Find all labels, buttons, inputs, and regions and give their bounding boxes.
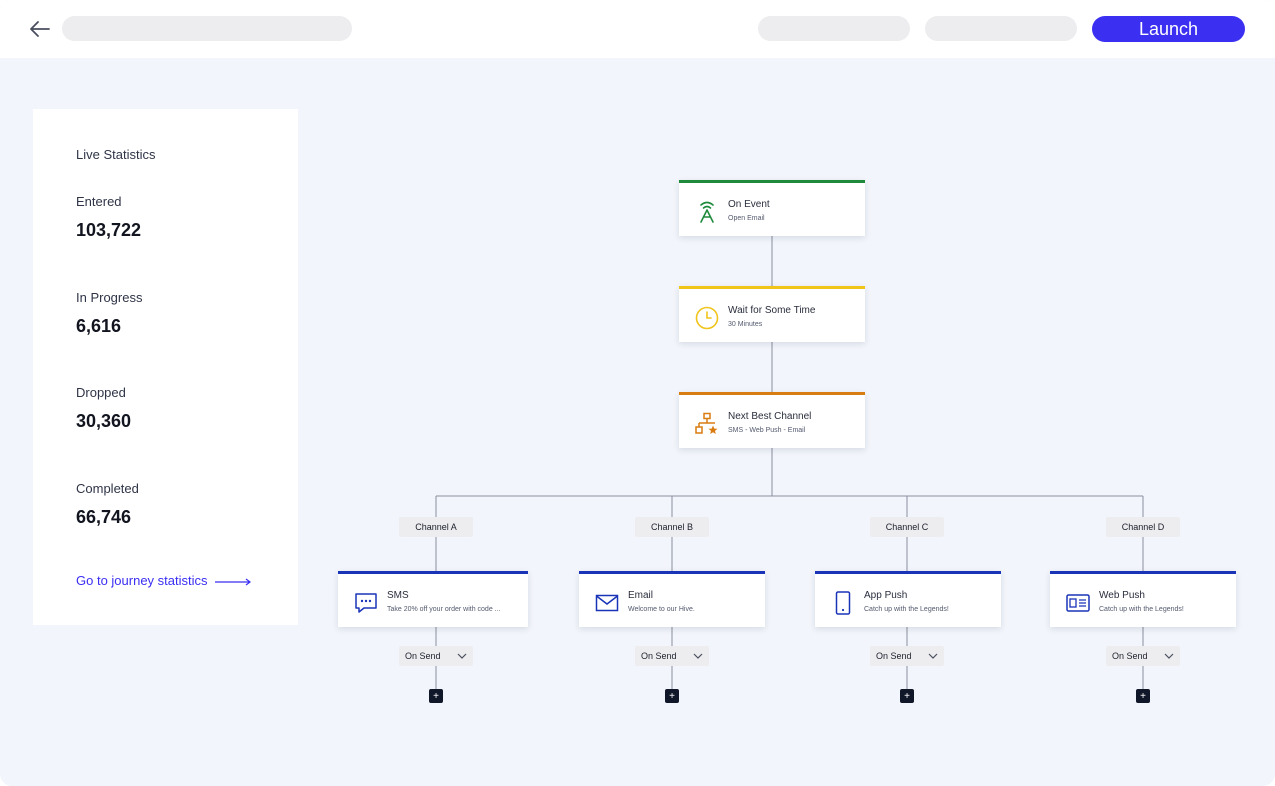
toolbar-button-placeholder-2[interactable] bbox=[925, 16, 1077, 41]
branch-node-subtitle: Catch up with the Legends! bbox=[1099, 606, 1184, 613]
on-send-dropdown-b[interactable]: On Send bbox=[635, 646, 709, 666]
branch-node-email[interactable]: Email Welcome to our Hive. bbox=[579, 571, 765, 627]
chevron-down-icon bbox=[1164, 653, 1174, 659]
trigger-node-title: On Event bbox=[728, 199, 770, 210]
chevron-down-icon bbox=[457, 653, 467, 659]
next-best-channel-title: Next Best Channel bbox=[728, 411, 812, 422]
stat-completed-value: 66,746 bbox=[76, 507, 132, 527]
wait-node-title: Wait for Some Time bbox=[728, 305, 816, 316]
email-icon bbox=[595, 594, 619, 612]
stat-in-progress-label: In Progress bbox=[76, 290, 143, 305]
phone-icon bbox=[835, 591, 851, 615]
branch-node-subtitle: Catch up with the Legends! bbox=[864, 606, 949, 613]
journey-name-placeholder[interactable] bbox=[62, 16, 352, 41]
journey-statistics-link[interactable]: Go to journey statistics bbox=[76, 573, 252, 588]
branch-node-title: Web Push bbox=[1099, 590, 1145, 601]
web-push-icon bbox=[1066, 594, 1090, 612]
live-statistics-panel: Live Statistics Entered 103,722 In Progr… bbox=[33, 109, 298, 625]
add-step-button-d[interactable]: + bbox=[1136, 689, 1150, 703]
antenna-icon bbox=[700, 201, 714, 223]
wait-node-subtitle: 30 Minutes bbox=[728, 321, 763, 328]
top-bar: Launch bbox=[0, 0, 1275, 58]
sms-icon bbox=[355, 593, 377, 613]
branch-node-subtitle: Welcome to our Hive. bbox=[628, 606, 695, 613]
branch-node-title: Email bbox=[628, 590, 654, 601]
on-send-dropdown-a[interactable]: On Send bbox=[399, 646, 473, 666]
branch-label-channel-c: Channel C bbox=[870, 517, 944, 537]
trigger-node-on-event[interactable]: On Event Open Email bbox=[679, 180, 865, 236]
on-send-label: On Send bbox=[876, 651, 912, 661]
branch-label-channel-a: Channel A bbox=[399, 517, 473, 537]
next-best-channel-subtitle: SMS - Web Push - Email bbox=[728, 427, 806, 434]
clock-icon bbox=[695, 306, 719, 330]
stats-title: Live Statistics bbox=[76, 147, 156, 162]
on-send-label: On Send bbox=[641, 651, 677, 661]
channel-tree-icon bbox=[695, 412, 718, 434]
chevron-down-icon bbox=[693, 653, 703, 659]
on-send-dropdown-c[interactable]: On Send bbox=[870, 646, 944, 666]
branch-node-app-push[interactable]: App Push Catch up with the Legends! bbox=[815, 571, 1001, 627]
back-arrow-icon[interactable] bbox=[27, 18, 51, 40]
on-send-label: On Send bbox=[405, 651, 441, 661]
add-step-button-a[interactable]: + bbox=[429, 689, 443, 703]
stat-entered-label: Entered bbox=[76, 194, 122, 209]
branch-label-channel-d: Channel D bbox=[1106, 517, 1180, 537]
on-send-label: On Send bbox=[1112, 651, 1148, 661]
launch-button[interactable]: Launch bbox=[1092, 16, 1245, 42]
branch-node-title: App Push bbox=[864, 590, 908, 601]
stat-dropped-value: 30,360 bbox=[76, 411, 132, 431]
stat-in-progress-value: 6,616 bbox=[76, 316, 122, 336]
add-step-button-c[interactable]: + bbox=[900, 689, 914, 703]
branch-label-channel-b: Channel B bbox=[635, 517, 709, 537]
branch-node-sms[interactable]: SMS Take 20% off your order with code ..… bbox=[338, 571, 528, 627]
branch-node-web-push[interactable]: Web Push Catch up with the Legends! bbox=[1050, 571, 1236, 627]
on-send-dropdown-d[interactable]: On Send bbox=[1106, 646, 1180, 666]
next-best-channel-node[interactable]: Next Best Channel SMS - Web Push - Email bbox=[679, 392, 865, 448]
journey-statistics-link-label: Go to journey statistics bbox=[76, 573, 208, 588]
add-step-button-b[interactable]: + bbox=[665, 689, 679, 703]
stat-entered-value: 103,722 bbox=[76, 220, 142, 240]
branch-node-title: SMS bbox=[387, 590, 409, 601]
stat-dropped-label: Dropped bbox=[76, 385, 126, 400]
toolbar-button-placeholder-1[interactable] bbox=[758, 16, 910, 41]
wait-node[interactable]: Wait for Some Time 30 Minutes bbox=[679, 286, 865, 342]
arrow-right-icon bbox=[214, 578, 251, 586]
branch-node-subtitle: Take 20% off your order with code ... bbox=[387, 606, 501, 613]
trigger-node-subtitle: Open Email bbox=[728, 215, 765, 222]
chevron-down-icon bbox=[928, 653, 938, 659]
stat-completed-label: Completed bbox=[76, 481, 139, 496]
